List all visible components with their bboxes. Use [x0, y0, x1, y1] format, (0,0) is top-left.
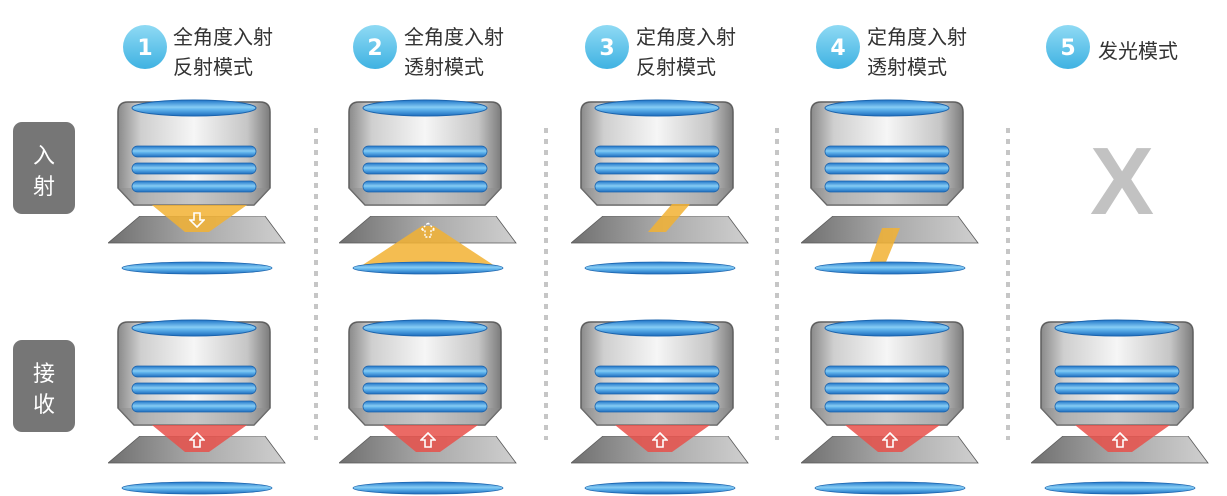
bottom-lens	[584, 481, 736, 495]
incidence-light-cone	[358, 226, 498, 268]
header-mode-4: 4 定角度入射 透射模式	[816, 25, 967, 79]
mode-label-line1: 全角度入射	[173, 25, 273, 49]
header-mode-2: 2 全角度入射 透射模式	[353, 25, 504, 79]
mode-2-incidence	[339, 99, 517, 275]
mode-4-receive	[801, 319, 979, 495]
mode-number: 2	[367, 36, 382, 61]
mode-4-incidence	[801, 99, 979, 275]
mode-label-line1: 定角度入射	[636, 25, 736, 49]
receive-light-cone	[615, 425, 710, 452]
bottom-lens	[121, 481, 273, 495]
mode-label-line2: 透射模式	[867, 55, 947, 79]
objective-lens	[117, 319, 271, 426]
bottom-lens	[121, 261, 273, 275]
row-label-box	[13, 122, 75, 214]
receive-light-cone	[845, 425, 940, 452]
objective-lens	[810, 319, 964, 426]
header-mode-1: 1 全角度入射 反射模式	[123, 25, 273, 79]
bottom-lens	[352, 261, 504, 275]
mode-1-receive	[108, 319, 286, 495]
objective-lens	[117, 99, 271, 206]
mode-label-line1: 发光模式	[1098, 39, 1178, 63]
objective-lens	[1040, 319, 1194, 426]
header-mode-5: 5 发光模式	[1046, 25, 1178, 69]
row-label-box	[13, 340, 75, 432]
mode-label-line2: 反射模式	[636, 55, 716, 79]
mode-1-incidence	[108, 99, 286, 275]
header-mode-3: 3 定角度入射 反射模式	[585, 25, 736, 79]
bottom-lens	[814, 481, 966, 495]
objective-lens	[580, 319, 734, 426]
mode-5-receive	[1031, 319, 1209, 495]
mode-badge	[1046, 25, 1090, 69]
bottom-lens	[814, 261, 966, 275]
bottom-lens	[352, 481, 504, 495]
bottom-lens	[1044, 481, 1196, 495]
receive-light-cone	[1075, 425, 1170, 452]
receive-light-cone	[383, 425, 478, 452]
row-label-char: 接	[33, 362, 55, 387]
mode-number: 5	[1060, 36, 1075, 61]
objective-lens	[348, 99, 502, 206]
row-label-char: 入	[33, 144, 55, 169]
mode-label-line1: 定角度入射	[867, 25, 967, 49]
row-label-char: 收	[33, 393, 55, 418]
bottom-lens	[584, 261, 736, 275]
incidence-light-beam	[648, 204, 690, 232]
mode-3-incidence	[571, 99, 749, 275]
mode-badge	[353, 25, 397, 69]
objective-lens	[810, 99, 964, 206]
column-separators	[314, 128, 1010, 440]
incidence-light-beam	[868, 228, 900, 267]
mode-label-line2: 透射模式	[404, 55, 484, 79]
row-label-receive: 接 收	[13, 340, 75, 432]
mode-number: 4	[830, 36, 845, 61]
mode-5-incidence: X	[1090, 128, 1154, 235]
mode-3-receive	[571, 319, 749, 495]
mode-badge	[585, 25, 629, 69]
mode-number: 1	[137, 36, 152, 61]
mode-number: 3	[599, 36, 614, 61]
mode-label-line2: 反射模式	[173, 55, 253, 79]
objective-lens	[580, 99, 734, 206]
mode-badge	[816, 25, 860, 69]
row-label-incidence: 入 射	[13, 122, 75, 214]
not-applicable-mark: X	[1090, 128, 1154, 235]
receive-light-cone	[152, 425, 247, 452]
mode-label-line1: 全角度入射	[404, 25, 504, 49]
objective-lens	[348, 319, 502, 426]
mode-badge	[123, 25, 167, 69]
mode-2-receive	[339, 319, 517, 495]
row-label-char: 射	[33, 175, 55, 200]
